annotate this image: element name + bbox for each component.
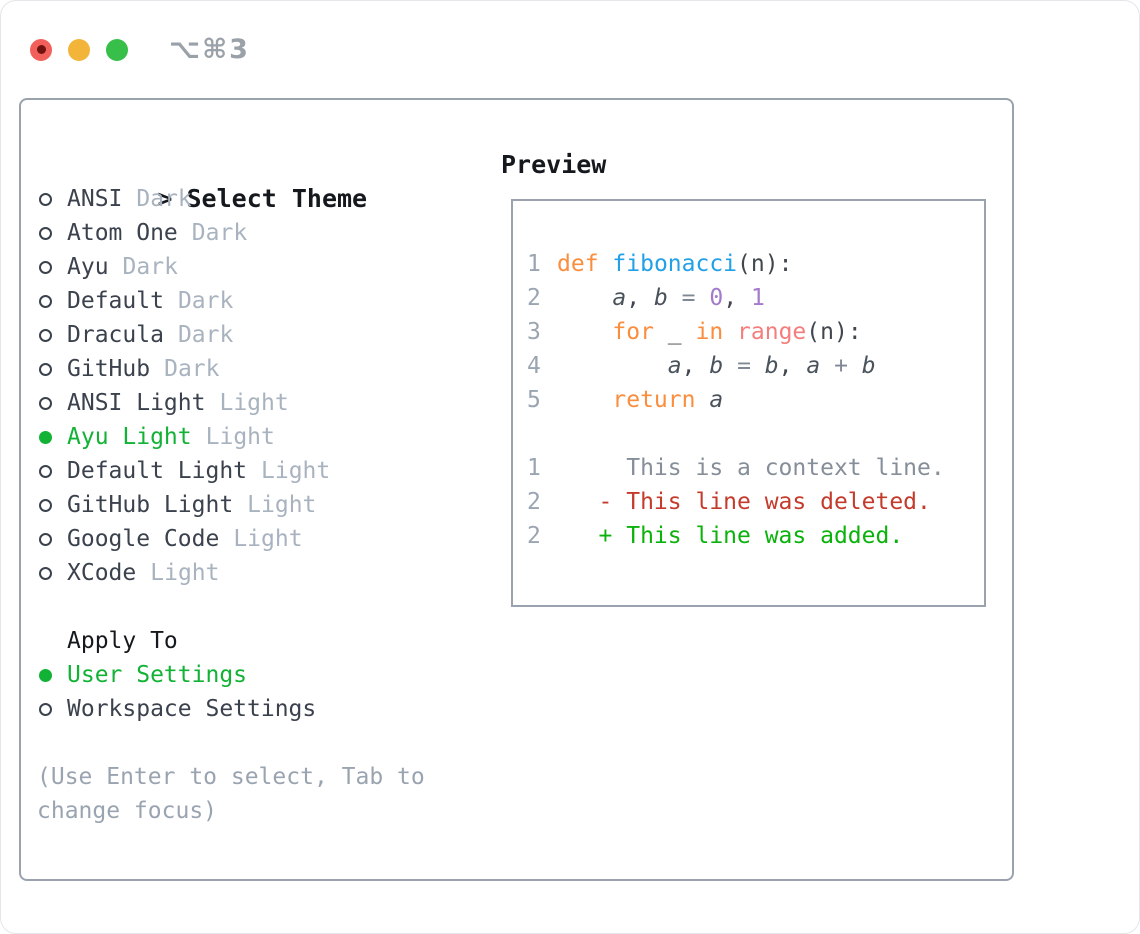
- line-number: 4: [527, 353, 541, 379]
- radio-selected-icon: [39, 668, 52, 682]
- theme-variant-label: Dark: [177, 288, 234, 314]
- preview-title: Preview: [501, 150, 607, 179]
- line-number: 1: [527, 251, 541, 277]
- theme-option[interactable]: Default Dark: [37, 284, 499, 318]
- theme-option[interactable]: Ayu Light Light: [37, 420, 499, 454]
- theme-list-title: > Select Theme: [37, 148, 499, 213]
- radio-icon: [39, 328, 52, 342]
- line-number: 2: [527, 523, 541, 549]
- zoom-button[interactable]: [106, 38, 128, 61]
- theme-variant-label: Light: [261, 458, 331, 484]
- theme-variant-label: Dark: [191, 220, 248, 246]
- line-number: 5: [527, 387, 541, 413]
- radio-icon: [39, 226, 52, 240]
- hint-text: (Use Enter to select, Tab to change focu…: [37, 764, 425, 824]
- theme-option-label: Google Code: [67, 526, 220, 552]
- theme-option[interactable]: GitHub Light Light: [37, 488, 499, 522]
- theme-list-title-label: Select Theme: [186, 184, 368, 213]
- theme-option[interactable]: ANSI Light Light: [37, 386, 499, 420]
- apply-to-option[interactable]: User Settings: [37, 658, 499, 692]
- theme-option[interactable]: Atom One Dark: [37, 216, 499, 250]
- line-number: 2: [527, 489, 541, 515]
- theme-option[interactable]: Dracula Dark: [37, 318, 499, 352]
- theme-option-label: ANSI Light: [67, 390, 206, 416]
- radio-icon: [39, 532, 52, 546]
- theme-option[interactable]: GitHub Dark: [37, 352, 499, 386]
- theme-option-label: GitHub Light: [67, 492, 234, 518]
- code-line: 2 + This line was added.: [527, 519, 984, 553]
- theme-option-label: GitHub: [67, 356, 151, 382]
- theme-option-label: Default: [67, 288, 164, 314]
- line-number: 2: [527, 285, 541, 311]
- radio-icon: [39, 294, 52, 308]
- close-dot-icon: [36, 45, 46, 54]
- radio-icon: [39, 566, 52, 580]
- theme-variant-label: Light: [219, 390, 289, 416]
- radio-icon: [39, 702, 52, 716]
- titlebar: ⌥⌘3: [1, 1, 1139, 98]
- radio-icon: [39, 192, 52, 206]
- theme-option[interactable]: XCode Light: [37, 556, 499, 590]
- window-title: ⌥⌘3: [169, 34, 250, 65]
- theme-variant-label: Light: [150, 560, 220, 586]
- theme-option-label: XCode: [67, 560, 137, 586]
- code-line: 2 a, b = 0, 1: [527, 281, 984, 315]
- radio-icon: [39, 260, 52, 274]
- theme-variant-label: Light: [247, 492, 317, 518]
- code-line: [527, 417, 984, 451]
- theme-option-label: Dracula: [67, 322, 164, 348]
- theme-variant-label: Dark: [164, 356, 220, 382]
- theme-option-label: Atom One: [67, 220, 178, 246]
- minimize-button[interactable]: [68, 38, 90, 61]
- radio-icon: [39, 464, 52, 478]
- theme-option-label: Default Light: [67, 458, 248, 484]
- theme-variant-label: Dark: [177, 322, 234, 348]
- theme-option[interactable]: ANSI Dark: [37, 182, 499, 216]
- theme-variant-label: Dark: [136, 186, 192, 212]
- code-line: 1 This is a context line.: [527, 451, 984, 485]
- apply-to-title: Apply To: [67, 628, 178, 654]
- theme-variant-label: Light: [233, 526, 303, 552]
- theme-variant-label: Dark: [122, 254, 178, 280]
- theme-option-label: ANSI: [67, 186, 123, 212]
- theme-option[interactable]: Ayu Dark: [37, 250, 499, 284]
- prompt-caret: >: [157, 184, 173, 213]
- radio-icon: [39, 396, 52, 410]
- radio-selected-icon: [39, 430, 52, 444]
- apply-to-option-label: User Settings: [67, 662, 248, 688]
- line-number: 1: [527, 455, 541, 481]
- theme-variant-label: Light: [205, 424, 275, 450]
- line-number: 3: [527, 319, 541, 345]
- apply-to-option-label: Workspace Settings: [67, 696, 317, 722]
- theme-option-label: Ayu Light: [67, 424, 192, 450]
- code-line: 5 return a: [527, 383, 984, 417]
- theme-option[interactable]: Google Code Light: [37, 522, 499, 556]
- close-button[interactable]: [30, 38, 52, 61]
- code-line: 3 for _ in range(n):: [527, 315, 984, 349]
- radio-icon: [39, 362, 52, 376]
- code-line: 2 - This line was deleted.: [527, 485, 984, 519]
- code-line: 4 a, b = b, a + b: [527, 349, 984, 383]
- theme-option[interactable]: Default Light Light: [37, 454, 499, 488]
- apply-to-option[interactable]: Workspace Settings: [37, 692, 499, 726]
- radio-icon: [39, 498, 52, 512]
- theme-option-label: Ayu: [67, 254, 109, 280]
